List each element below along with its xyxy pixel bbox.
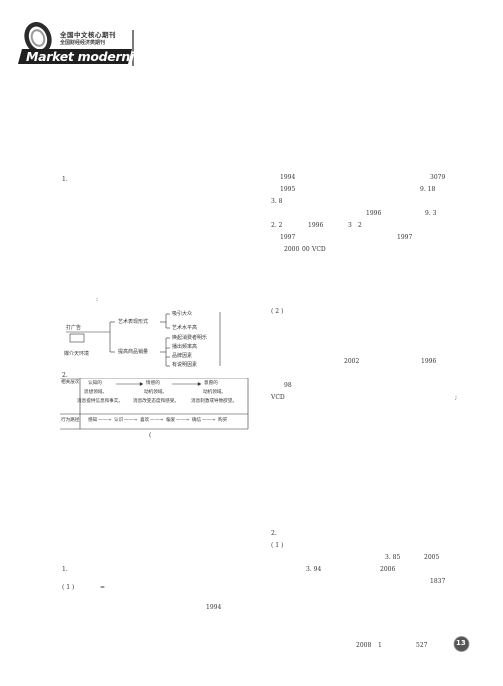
page-number: 13 — [456, 639, 466, 647]
section-marker: 1. — [62, 176, 68, 183]
footer-year: 2008 — [356, 642, 372, 649]
tree-branch-b: 提高商品销量 — [118, 349, 149, 355]
section-marker: ( 1 ) — [62, 584, 75, 591]
body-number: 2000 — [284, 246, 300, 253]
section-marker: 2. — [271, 530, 277, 537]
body-number: ; — [455, 394, 458, 401]
body-number: 3079 — [430, 174, 446, 181]
body-number: 00 — [302, 246, 310, 253]
body-number: 2005 — [424, 554, 440, 561]
year-text: 1994 — [206, 604, 222, 611]
body-number: 1994 — [280, 174, 296, 181]
tree-lines — [66, 312, 221, 367]
tree-mid-label: 媒介天环境 — [64, 351, 90, 357]
stage-sub: 消息改变态度和感受。 — [133, 399, 179, 404]
stage-sub: 思想领域。 — [84, 390, 107, 395]
logo-title-en: Market modernization — [26, 49, 176, 64]
tree-leaf: 有说明因素 — [172, 362, 198, 368]
colon-mark: : — [96, 296, 99, 303]
page-number-badge — [453, 636, 470, 652]
tree-leaf: 吸引大众 — [172, 311, 193, 317]
body-number: 3. 94 — [306, 566, 322, 573]
section-marker: ( 1 ) — [271, 542, 284, 549]
tree-leaf: 播出频率高 — [172, 344, 198, 350]
body-number: VCD — [312, 246, 326, 253]
body-number: 1997 — [280, 234, 296, 241]
tree-root: 打广告 — [66, 325, 82, 331]
stage-label: 认知的 — [88, 381, 102, 386]
footer-issue-sep: 1 — [378, 642, 382, 649]
body-number: 2002 — [344, 358, 360, 365]
body-number: 1995 — [280, 186, 296, 193]
path-step: 感知 — [88, 418, 98, 423]
body-number: 1996 — [421, 358, 437, 365]
paren-mark: ( — [149, 432, 152, 439]
stage-sub: 动机领域。 — [203, 390, 226, 395]
body-number: 1997 — [397, 234, 413, 241]
equals-sign: = — [100, 584, 106, 591]
tree-leaf: 唤起消费者明乐 — [172, 335, 208, 341]
tree-leaf: 品牌因素 — [172, 353, 193, 359]
stage-label: 意愿的 — [204, 381, 218, 386]
body-number: 2. 2 — [271, 222, 283, 229]
path-step: 购买 — [218, 418, 228, 423]
path-step: 确信 — [192, 418, 202, 423]
body-number: 9. 3 — [425, 210, 437, 217]
body-number: 2006 — [380, 566, 396, 573]
path-step: 偏爱 — [166, 418, 176, 423]
body-number: 3 — [348, 222, 352, 229]
body-number: 1996 — [366, 210, 382, 217]
footer-issue: 527 — [416, 642, 428, 649]
path-step: 喜欢 — [140, 418, 150, 423]
logo-graphic — [18, 22, 134, 66]
tree-branch-a: 艺术表现形式 — [118, 319, 149, 325]
row-label: 相关层次 — [61, 380, 80, 385]
body-number: 9. 18 — [420, 186, 436, 193]
body-number: 3. 8 — [271, 198, 283, 205]
section-marker: ( 2 ) — [271, 308, 284, 315]
section-marker: 2. — [62, 372, 68, 379]
row-label: 行为路径 — [61, 418, 80, 423]
body-number: 3. 85 — [385, 554, 401, 561]
logo-subtitle-zh: 全国财经经济类期刊 — [60, 40, 106, 46]
stage-label: 情感的 — [146, 381, 160, 386]
body-number: 1837 — [430, 578, 446, 585]
body-number: 98 — [284, 382, 292, 389]
path-step: 认识 — [114, 418, 124, 423]
table-lines — [60, 378, 249, 430]
stage-sub: 消息刺激或导致欲望。 — [191, 399, 237, 404]
section-marker: 1. — [62, 566, 68, 573]
tree-leaf: 艺术水平高 — [172, 325, 198, 331]
stage-sub: 消息提供信息和事实。 — [77, 399, 123, 404]
logo-title-zh: 全国中文核心期刊 — [60, 31, 116, 39]
body-number: VCD — [271, 394, 285, 401]
body-number: 2 — [358, 222, 362, 229]
stage-sub: 动机领域。 — [144, 390, 167, 395]
body-number: 1996 — [308, 222, 324, 229]
